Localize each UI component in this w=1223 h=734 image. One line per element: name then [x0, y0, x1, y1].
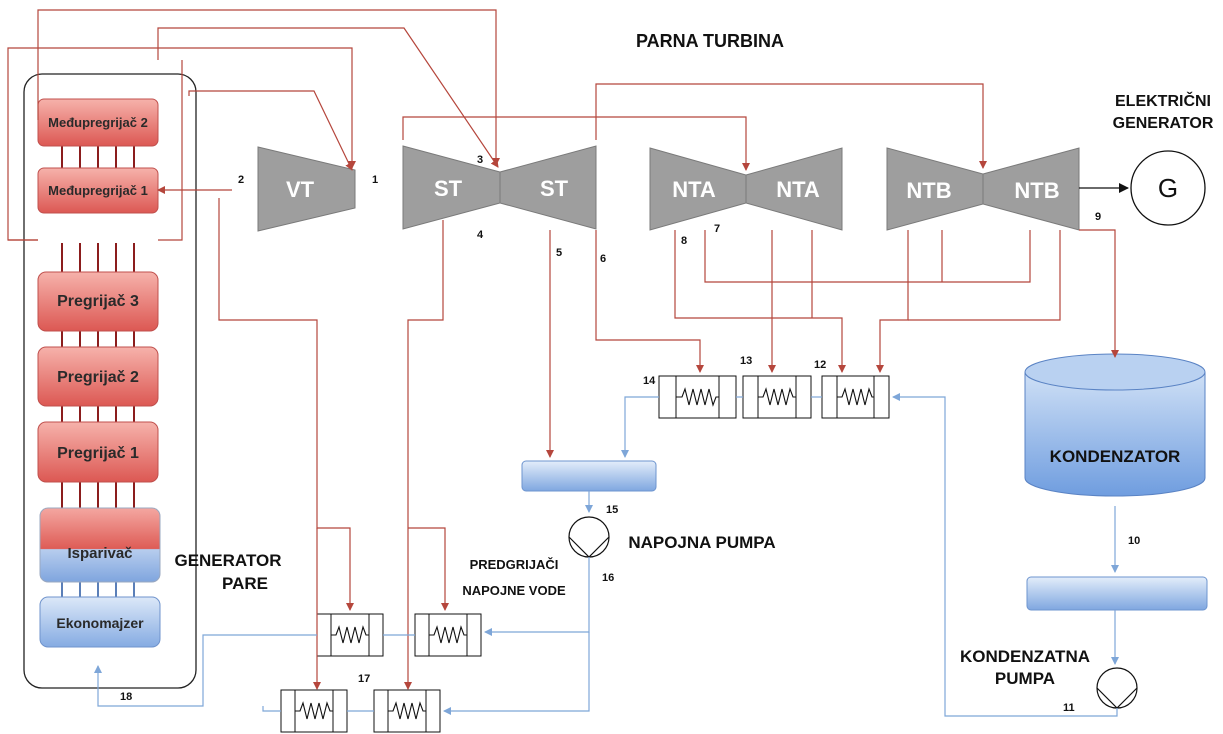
lp-turbine-a-right-label: NTA [776, 177, 820, 202]
superheater-2-block [37, 346, 159, 407]
superheater-3-label: Pregrijač 3 [57, 293, 139, 310]
state-point-12: 12 [814, 359, 826, 371]
state-point-17: 17 [358, 673, 370, 685]
generator-label-line2: GENERATOR [1113, 115, 1214, 132]
state-point-16: 16 [602, 572, 614, 584]
condenser [1024, 353, 1206, 497]
state-point-6: 6 [600, 253, 606, 265]
heat-exchanger-lp-upper-right [414, 613, 482, 657]
lp-turbine-a-left-label: NTA [672, 177, 716, 202]
condensate-pump [1096, 667, 1138, 709]
lp-turbine-b-right-label: NTB [1014, 178, 1059, 203]
state-point-labels: 1 2 3 4 5 6 7 8 9 10 11 12 13 14 15 16 1… [120, 154, 1140, 714]
heat-exchanger-13 [742, 375, 812, 419]
state-point-1: 1 [372, 174, 378, 186]
state-point-14: 14 [643, 375, 656, 387]
heat-exchanger-17 [373, 689, 441, 733]
water-lines [94, 393, 1119, 717]
generator-symbol: G [1158, 173, 1178, 203]
feed-pump [568, 516, 610, 558]
reheater-2-block [37, 98, 159, 147]
state-point-11: 11 [1063, 702, 1075, 714]
heat-exchanger-lp-lower-left [280, 689, 348, 733]
lp-turbine-b-left-label: NTB [906, 178, 951, 203]
boiler-tubes [61, 146, 135, 508]
evaporator-block [39, 507, 161, 583]
condensate-pump-label-line2: PUMPA [995, 669, 1055, 688]
turbine-train: VT ST ST NTA NTA NTB NTB [257, 145, 1080, 232]
state-point-5: 5 [556, 247, 562, 259]
feedwater-heaters-label-line2: NAPOJNE VODE [462, 583, 566, 598]
steam-generator-label-line1: GENERATOR [174, 551, 281, 570]
ip-turbine-right-label: ST [540, 176, 569, 201]
heat-exchanger-12 [821, 375, 890, 419]
feed-pump-label: NAPOJNA PUMPA [628, 533, 775, 552]
superheater-3-block [37, 271, 159, 332]
state-point-9: 9 [1095, 211, 1101, 223]
steam-generator: Međupregrijač 2 Međupregrijač 1 Pregrija… [23, 73, 197, 689]
ip-turbine-right [499, 145, 597, 230]
state-point-7: 7 [714, 223, 720, 235]
economizer-block [39, 596, 161, 648]
hp-turbine-label: VT [286, 177, 315, 202]
heat-exchanger-lp-upper-left [316, 613, 384, 657]
condenser-label: KONDENZATOR [1050, 447, 1181, 466]
state-point-4: 4 [477, 229, 484, 241]
superheater-2-label: Pregrijač 2 [57, 369, 139, 386]
economizer-tubes [61, 582, 135, 597]
boiler-enclosure [23, 73, 197, 689]
hp-turbine [257, 146, 356, 232]
ip-turbine-left-label: ST [434, 176, 463, 201]
superheater-1-block [37, 421, 159, 483]
evaporator-label: Isparivač [67, 545, 132, 562]
state-point-2: 2 [238, 174, 244, 186]
condensate-pump-label-line1: KONDENZATNA [960, 647, 1090, 666]
reheater-2-label: Međupregrijač 2 [48, 115, 148, 130]
economizer-label: Ekonomajzer [56, 615, 144, 631]
heat-exchanger-14 [658, 375, 737, 419]
feedwater-heaters-label-line1: PREDGRIJAČI [470, 557, 559, 572]
state-point-15: 15 [606, 504, 618, 516]
steam-generator-label-line2: PARE [222, 574, 268, 593]
condensate-tank [1026, 576, 1208, 611]
electric-generator [1130, 150, 1206, 226]
superheater-1-label: Pregrijač 1 [57, 445, 139, 462]
generator-label-line1: ELEKTRIČNI [1115, 91, 1211, 110]
reheater-1-label: Međupregrijač 1 [48, 183, 148, 198]
diagram-title: PARNA TURBINA [636, 31, 784, 51]
steam-lines [7, 9, 1119, 690]
deaerator [521, 460, 657, 492]
state-point-18: 18 [120, 691, 132, 703]
state-point-8: 8 [681, 235, 687, 247]
state-point-13: 13 [740, 355, 752, 367]
state-point-10: 10 [1128, 535, 1140, 547]
lp-turbine-a-right [745, 147, 843, 231]
state-point-3: 3 [477, 154, 483, 166]
